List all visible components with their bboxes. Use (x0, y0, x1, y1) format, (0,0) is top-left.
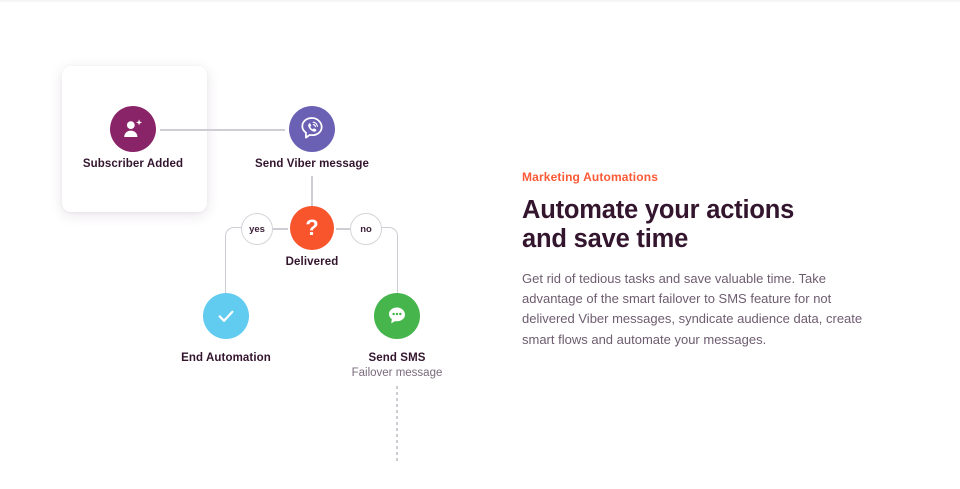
panel-eyebrow: Marketing Automations (522, 170, 659, 184)
page-title-line-2: and save time (522, 224, 689, 253)
user-plus-icon (124, 119, 143, 138)
page-title-line-1: Automate your actions (522, 196, 795, 224)
node-label-send-sms: Send SMS (368, 352, 426, 364)
node-sublabel-send-sms: Failover message (351, 367, 443, 379)
marketing-text-panel: Marketing Automations Automate your acti… (522, 170, 882, 350)
panel-body-text: Get rid of tedious tasks and save valuab… (522, 271, 863, 347)
node-send-sms[interactable] (374, 293, 420, 339)
automation-flow-diagram: Subscriber Added Send Viber message ? De… (82, 106, 443, 462)
connector-subscriber-to-viber (160, 129, 285, 131)
question-mark-icon: ? (305, 215, 319, 240)
viber-icon (301, 117, 323, 139)
connector-no-to-sms (380, 227, 398, 298)
node-send-viber-message[interactable] (289, 106, 335, 152)
connector-yes-to-end (225, 227, 243, 298)
connector-sms-continuation (396, 386, 398, 462)
branch-badge-yes-label: yes (249, 223, 265, 235)
node-label-send-viber-message: Send Viber message (254, 158, 370, 170)
connector-delivered-to-no (336, 228, 352, 230)
chat-bubble-icon (388, 307, 406, 324)
page-title: Automate your actions and save time (522, 196, 882, 253)
node-subscriber-added[interactable] (110, 106, 156, 152)
top-edge-divider (0, 0, 960, 3)
branch-badge-no[interactable]: no (350, 213, 382, 245)
branch-badge-no-label: no (360, 223, 372, 235)
node-end-automation[interactable] (203, 293, 249, 339)
branch-badge-yes[interactable]: yes (241, 213, 273, 245)
connector-delivered-to-yes (272, 228, 288, 230)
node-label-delivered: Delivered (285, 256, 339, 268)
node-label-subscriber-added: Subscriber Added (82, 158, 184, 170)
connector-viber-to-delivered (311, 176, 313, 208)
check-icon (218, 310, 234, 322)
node-label-end-automation: End Automation (181, 352, 271, 364)
node-delivered-decision[interactable]: ? (290, 206, 334, 250)
